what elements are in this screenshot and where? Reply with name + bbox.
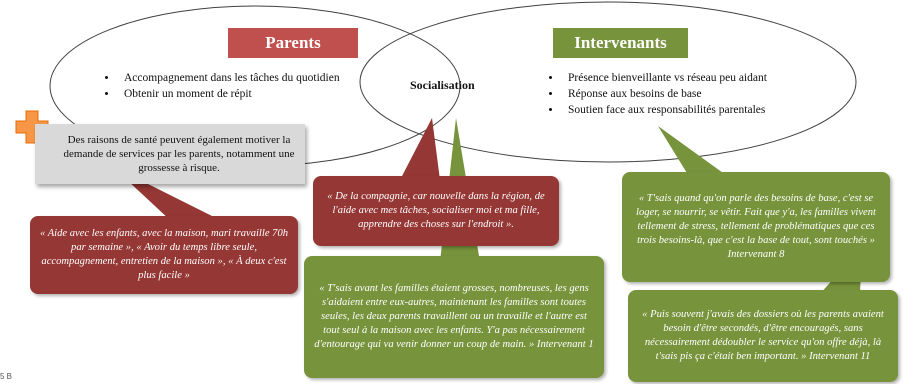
socialisation-label: Socialisation bbox=[410, 78, 475, 92]
quote-compagnie: « De la compagnie, car nouvelle dans la … bbox=[313, 176, 559, 246]
intervenants-title: Intervenants bbox=[553, 28, 688, 58]
health-note: Des raisons de santé peuvent également m… bbox=[35, 124, 305, 184]
pointer-compagnie bbox=[400, 118, 440, 180]
intervenants-ellipse bbox=[359, 1, 857, 163]
quote-parents-text: « Aide avec les enfants, avec la maison,… bbox=[39, 228, 289, 281]
quote-dossiers-text: « Puis souvent j'avais des dossiers où l… bbox=[642, 309, 884, 362]
health-note-text: Des raisons de santé peuvent également m… bbox=[63, 134, 295, 174]
intervenants-item: Réponse aux besoins de base bbox=[562, 86, 862, 102]
parents-list: Accompagnement dans les tâches du quotid… bbox=[104, 70, 378, 102]
intervenants-list: Présence bienveillante vs réseau peu aid… bbox=[548, 70, 862, 118]
parents-item: Accompagnement dans les tâches du quotid… bbox=[118, 70, 378, 86]
quote-familles: « T'sais avant les familles étaient gros… bbox=[304, 256, 604, 378]
quote-compagnie-text: « De la compagnie, car nouvelle dans la … bbox=[327, 191, 545, 230]
parents-item: Obtenir un moment de répit bbox=[118, 86, 378, 102]
quote-besoins-text: « T'sais quand qu'on parle des besoins d… bbox=[636, 193, 876, 260]
intervenants-item: Présence bienveillante vs réseau peu aid… bbox=[562, 70, 862, 86]
page-marker: 5 B bbox=[0, 372, 13, 381]
quote-besoins: « T'sais quand qu'on parle des besoins d… bbox=[622, 172, 890, 282]
quote-familles-text: « T'sais avant les familles étaient gros… bbox=[314, 283, 594, 350]
quote-parents: « Aide avec les enfants, avec la maison,… bbox=[30, 216, 298, 294]
parents-title: Parents bbox=[228, 28, 358, 58]
quote-dossiers: « Puis souvent j'avais des dossiers où l… bbox=[628, 290, 898, 382]
pointer-besoins bbox=[658, 126, 730, 178]
intervenants-item: Soutien face aux responsabilités parenta… bbox=[562, 102, 862, 118]
